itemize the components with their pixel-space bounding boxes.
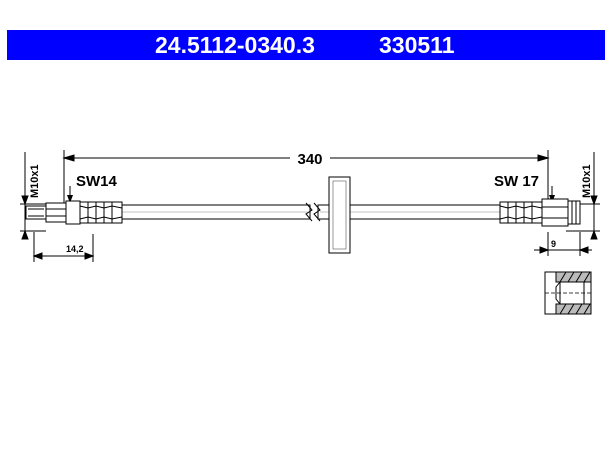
- port-section-detail: [544, 271, 592, 315]
- right-fitting-length-label: 9: [551, 239, 556, 249]
- left-end-fitting: [25, 200, 123, 225]
- right-wrench-size-label: SW 17: [494, 173, 539, 190]
- left-thread-dimension: [20, 152, 46, 240]
- hose-body: [119, 204, 503, 220]
- left-fitting-dimension: [32, 232, 95, 262]
- part-number: 24.5112-0340.3: [155, 32, 315, 58]
- title-bar: 24.5112-0340.3 330511: [7, 30, 605, 60]
- left-wrench-size-label: SW14: [76, 173, 118, 190]
- left-fitting-length-label: 14,2: [66, 244, 84, 254]
- right-fitting-dimension: [534, 232, 592, 256]
- right-thread-dimension: [566, 152, 600, 240]
- overall-length-dimension: [62, 150, 550, 212]
- left-wrench-leader: [67, 186, 73, 203]
- left-thread-label: M10x1: [29, 164, 41, 198]
- hose-break-mark: [305, 202, 321, 222]
- overall-length-label: 340: [297, 151, 322, 168]
- support-bracket: [328, 176, 351, 254]
- reference-number: 330511: [379, 32, 455, 58]
- right-end-fitting: [499, 198, 581, 227]
- right-thread-label: M10x1: [581, 164, 593, 198]
